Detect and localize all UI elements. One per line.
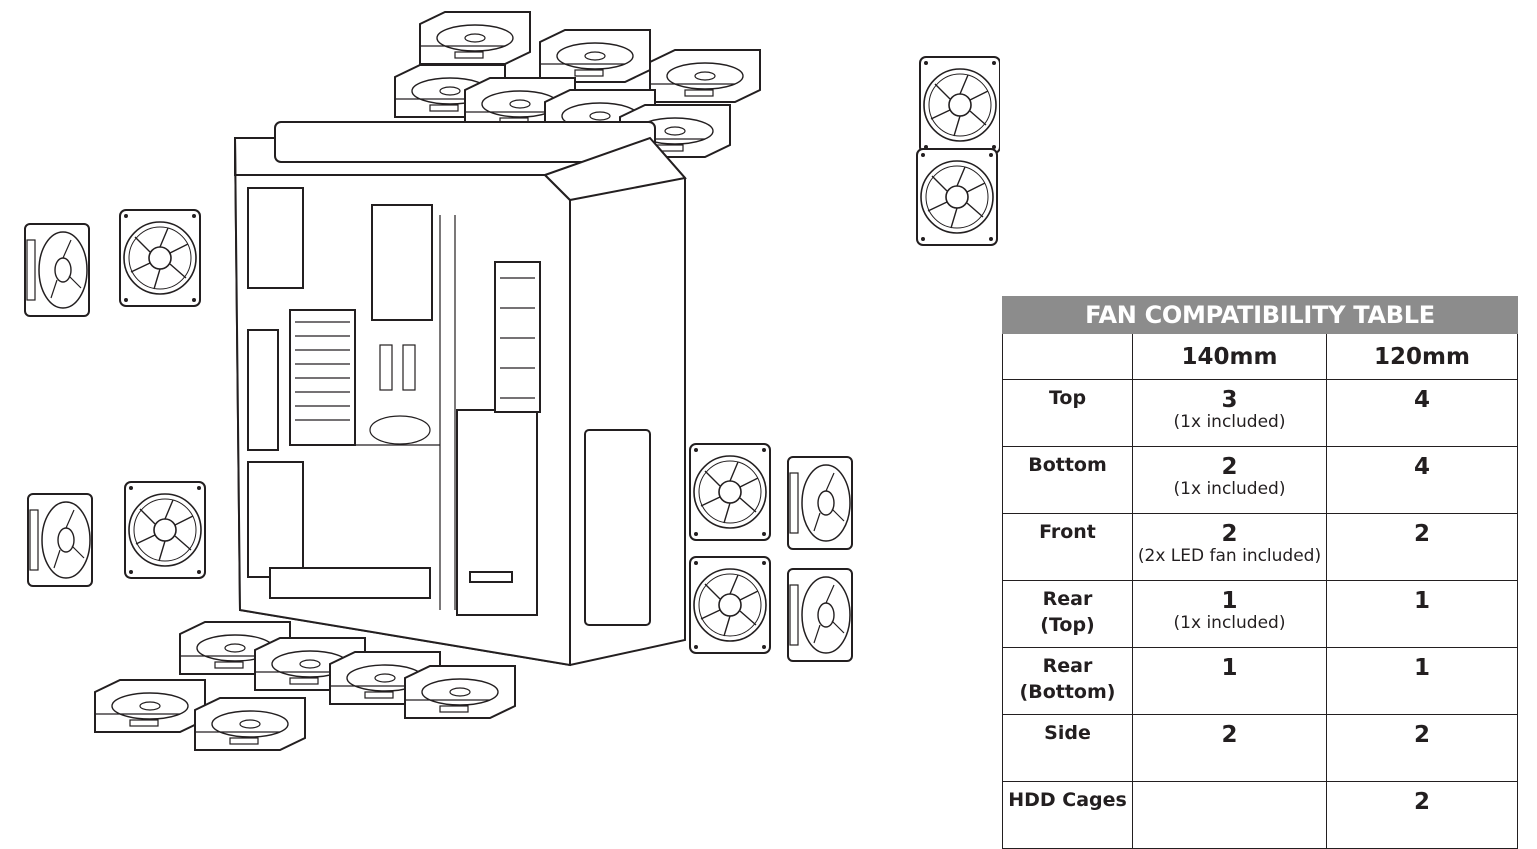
note-140mm: (1x included) — [1173, 479, 1286, 499]
row-label: HDD Cages — [1002, 781, 1133, 849]
column-header-blank — [1002, 333, 1133, 380]
cell-140mm: 2(2x LED fan included) — [1132, 513, 1327, 581]
table-title: FAN COMPATIBILITY TABLE — [1002, 296, 1518, 334]
cell-140mm — [1132, 781, 1327, 849]
case-exploded-illustration — [24, 11, 1000, 751]
value-120mm: 4 — [1413, 454, 1430, 480]
cell-120mm: 2 — [1326, 513, 1518, 581]
value-120mm: 2 — [1413, 789, 1430, 815]
cell-140mm: 3(1x included) — [1132, 379, 1327, 447]
row-label: Rear(Bottom) — [1002, 647, 1133, 715]
note-140mm: (1x included) — [1173, 412, 1286, 432]
cell-120mm: 1 — [1326, 580, 1518, 648]
table-row: Rear(Top)1(1x included)1 — [1002, 580, 1518, 648]
cell-120mm: 2 — [1326, 781, 1518, 849]
row-label: Top — [1002, 379, 1133, 447]
cell-120mm: 2 — [1326, 714, 1518, 782]
column-header-140mm: 140mm — [1132, 333, 1327, 380]
case-body — [233, 121, 687, 667]
cell-120mm: 4 — [1326, 446, 1518, 514]
value-120mm: 4 — [1413, 387, 1430, 413]
value-120mm: 1 — [1413, 655, 1430, 681]
row-label: Bottom — [1002, 446, 1133, 514]
cell-120mm: 1 — [1326, 647, 1518, 715]
value-140mm: 2 — [1221, 722, 1238, 748]
cell-140mm: 2(1x included) — [1132, 446, 1327, 514]
row-label: Front — [1002, 513, 1133, 581]
cell-140mm: 2 — [1132, 714, 1327, 782]
note-140mm: (2x LED fan included) — [1137, 546, 1322, 566]
cell-140mm: 1(1x included) — [1132, 580, 1327, 648]
value-140mm: 1 — [1221, 655, 1238, 681]
value-140mm: 2 — [1221, 521, 1238, 547]
row-label: Side — [1002, 714, 1133, 782]
column-header-120mm: 120mm — [1326, 333, 1518, 380]
value-140mm: 3 — [1221, 387, 1238, 413]
table-row: Side 2 2 — [1002, 714, 1518, 782]
value-120mm: 2 — [1413, 521, 1430, 547]
note-140mm: (1x included) — [1173, 613, 1286, 633]
table-row: HDD Cages 2 — [1002, 781, 1518, 849]
row-label: Rear(Top) — [1002, 580, 1133, 648]
value-140mm — [1133, 782, 1326, 790]
cell-120mm: 4 — [1326, 379, 1518, 447]
value-140mm: 2 — [1221, 454, 1238, 480]
cell-140mm: 1 — [1132, 647, 1327, 715]
table-row: Rear(Bottom) 1 1 — [1002, 647, 1518, 715]
value-120mm: 1 — [1413, 588, 1430, 614]
value-120mm: 2 — [1413, 722, 1430, 748]
value-140mm: 1 — [1221, 588, 1238, 614]
